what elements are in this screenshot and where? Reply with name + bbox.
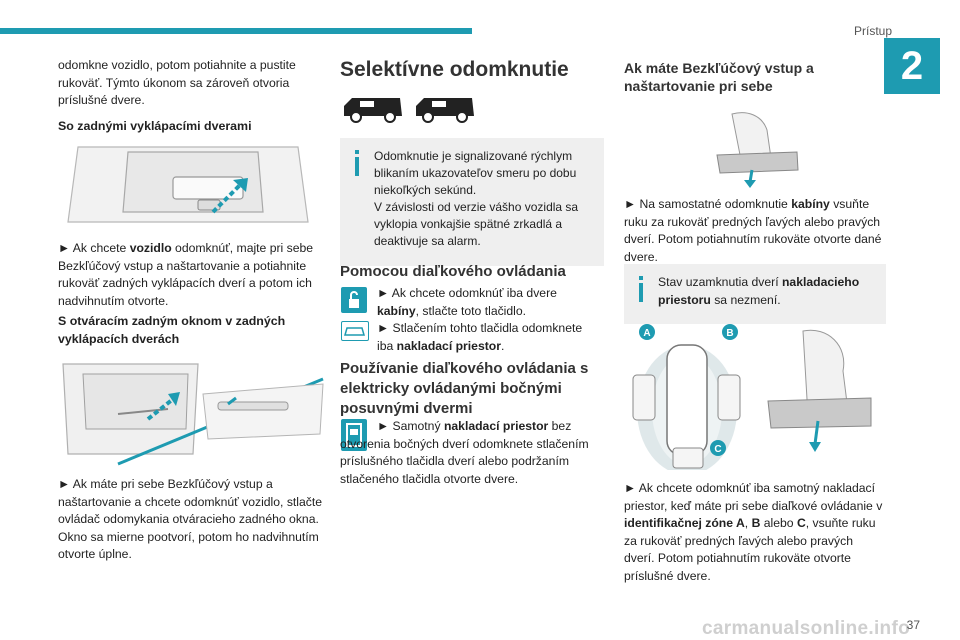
col1-para-window: ► Ak máte pri sebe Bezkľúčový vstup a na… — [58, 477, 323, 561]
col2-remote-para1: ► Ak chcete odomknúť iba dvere kabíny, s… — [377, 286, 557, 318]
col2-remote-para2: ► Stlačením tohto tlačidla odomknete iba… — [377, 321, 583, 353]
identification-zones-diagram: A B C — [632, 324, 741, 470]
col2-info-note: Odomknutie je signalizované rýchlym blik… — [340, 138, 604, 266]
zone-c-label: C — [714, 444, 721, 455]
info-icon — [639, 276, 643, 302]
col3-para1: ► Na samostatné odomknutie kabíny vsuňte… — [624, 197, 882, 264]
tailgate-illustration — [58, 142, 320, 232]
col3-note-text: Stav uzamknutia dverí nakladacieho pries… — [658, 275, 860, 307]
rear-window-illustration — [62, 363, 324, 466]
col3-para2: ► Ak chcete odomknúť iba samotný naklada… — [624, 481, 883, 583]
section-title: Prístup — [853, 24, 892, 38]
col2-sliding-para: ► Samotný nakladací priestor bez otvoren… — [340, 419, 589, 486]
watermark: carmanualsonline.info — [702, 618, 910, 639]
sliding-door-button-icon — [341, 419, 367, 451]
col2-heading-sliding: Používanie diaľkového ovládania s elektr… — [340, 360, 589, 417]
col1-intro: odomkne vozidlo, potom potiahnite a pust… — [58, 58, 296, 107]
unlock-cab-button-icon — [341, 287, 367, 313]
col1-heading-tailgate: So zadnými vyklápacími dverami — [58, 119, 252, 133]
van-icons — [344, 98, 474, 123]
unlock-cargo-button-icon — [341, 321, 369, 341]
info-icon — [355, 150, 359, 176]
col1-heading-window: S otváracím zadným oknom v zadných vyklá… — [58, 314, 286, 346]
zone-b-label: B — [726, 328, 733, 339]
header-accent-bar — [0, 28, 472, 34]
hand-handle-illustration-2 — [767, 329, 872, 452]
col1-para-tailgate: ► Ak chcete vozidlo odomknúť, majte pri … — [58, 241, 314, 308]
zone-a-label: A — [643, 328, 650, 339]
col2-heading-remote: Pomocou diaľkového ovládania — [340, 263, 566, 280]
col2-note-text: Odomknutie je signalizované rýchlym blik… — [374, 149, 579, 248]
col3-info-note: Stav uzamknutia dverí nakladacieho pries… — [624, 264, 886, 324]
van-icon-2 — [416, 98, 474, 123]
hand-handle-illustration-1 — [716, 112, 799, 188]
col2-title: Selektívne odomknutie — [340, 58, 569, 81]
col3-heading: Ak máte Bezkľúčový vstup a naštartovanie… — [624, 60, 814, 94]
section-number-badge: 2 — [884, 38, 940, 94]
van-icon-1 — [344, 98, 402, 123]
page-number: 37 — [906, 618, 920, 632]
